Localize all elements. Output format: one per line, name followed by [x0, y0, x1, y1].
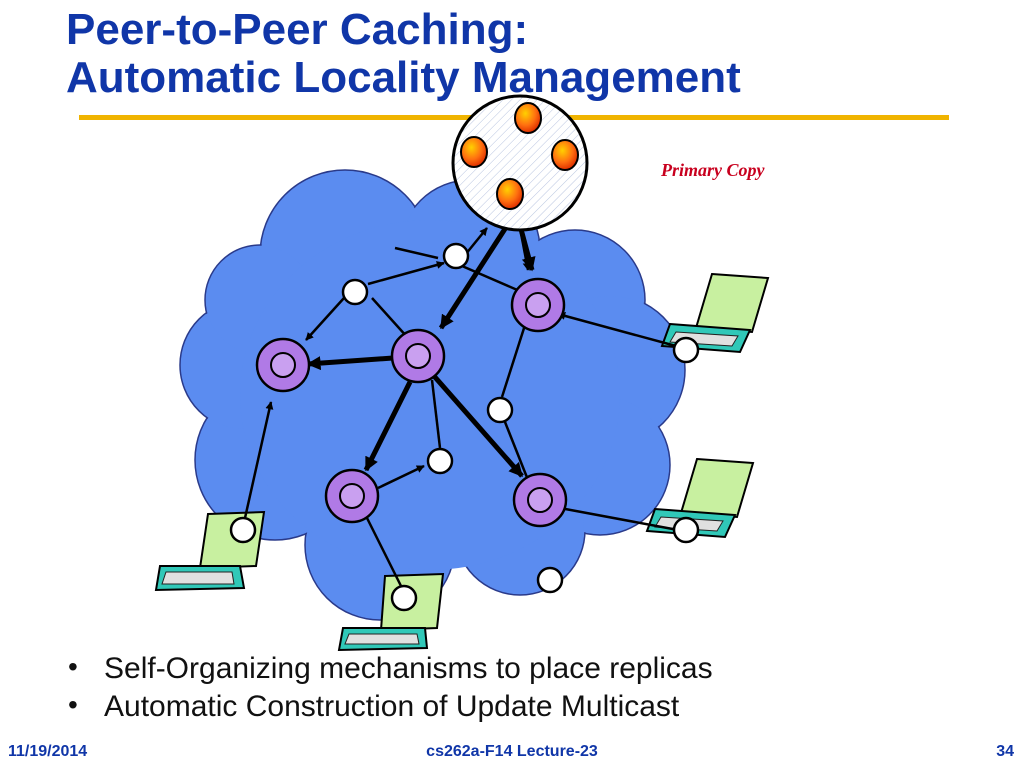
title-line-2: Automatic Locality Management [66, 53, 741, 102]
replica-node [512, 472, 568, 528]
footer-page-number: 34 [996, 743, 1014, 760]
peer-node [426, 447, 454, 475]
primary-copy-cluster [451, 94, 589, 232]
link-arrow [305, 297, 345, 341]
link-arrow [367, 261, 445, 286]
multicast-arrow [306, 355, 394, 371]
link-arrow [377, 464, 425, 490]
primary-node [551, 139, 579, 171]
peer-node [442, 242, 470, 270]
peer-node [341, 278, 369, 306]
peer-node [672, 516, 700, 544]
multicast-arrow [363, 380, 413, 472]
bullet-item: Automatic Construction of Update Multica… [68, 686, 713, 726]
bullet-list: Self-Organizing mechanisms to place repl… [68, 648, 713, 726]
peer-node [672, 336, 700, 364]
thin-links [243, 227, 679, 591]
peer-node [390, 584, 418, 612]
peer-nodes [229, 242, 700, 612]
multicast-arrow [432, 374, 524, 478]
link-arrow [464, 227, 488, 256]
bullet-item: Self-Organizing mechanisms to place repl… [68, 648, 713, 688]
link-arrow [243, 401, 274, 519]
footer-course: cs262a-F14 Lecture-23 [426, 743, 598, 760]
multicast-arrow [438, 216, 515, 330]
footer-date: 11/19/2014 [8, 743, 88, 760]
link-arrow [557, 312, 677, 348]
primary-node [496, 178, 524, 210]
title-line-1: Peer-to-Peer Caching: [66, 5, 529, 54]
primary-node [460, 136, 488, 168]
replica-nodes [255, 277, 568, 528]
replica-node [390, 328, 446, 384]
primary-copy-label: Primary Copy [661, 160, 765, 180]
replica-node [510, 277, 566, 333]
replica-node [324, 468, 380, 524]
peer-node [486, 396, 514, 424]
peer-node [229, 516, 257, 544]
slide-title: Peer-to-Peer Caching: Automatic Locality… [66, 6, 741, 102]
primary-node [514, 102, 542, 134]
peer-node [536, 566, 564, 594]
replica-node [255, 337, 311, 393]
